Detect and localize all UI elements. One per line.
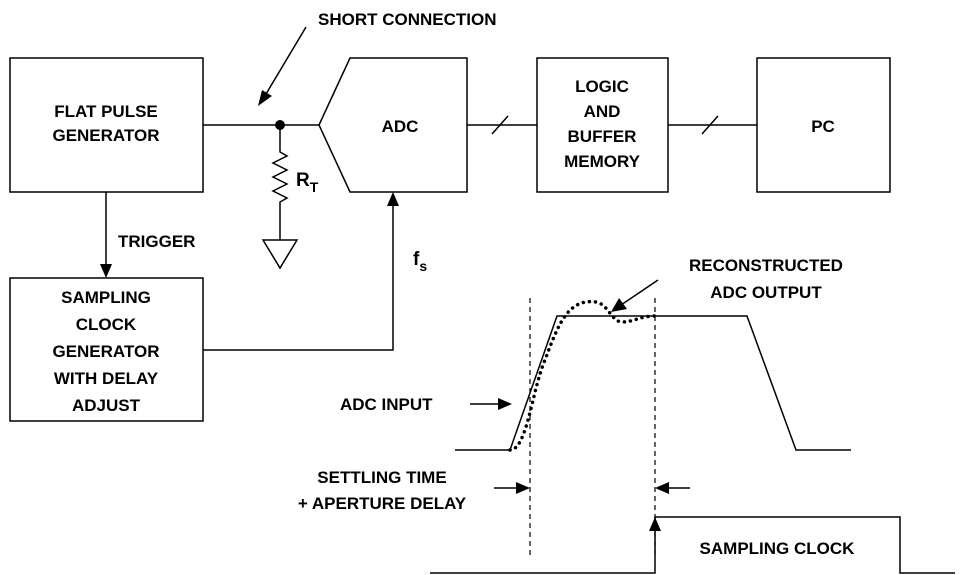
adc-input-arrowhead	[498, 398, 512, 410]
sampling-clock-label: SAMPLING CLOCK	[700, 539, 856, 558]
sampling-clock-waveform	[430, 516, 955, 574]
termination-resistor	[271, 125, 289, 240]
scg-label-line3: GENERATOR	[52, 342, 159, 361]
scg-label-line1: SAMPLING	[61, 288, 151, 307]
trigger-arrowhead	[100, 264, 112, 278]
scg-label-line5: ADJUST	[72, 396, 141, 415]
reconstructed-pointer	[620, 279, 659, 306]
settling-label-line1: SETTLING TIME	[317, 468, 446, 487]
adc-bus-slash	[491, 115, 509, 135]
logic-label-line3: BUFFER	[568, 127, 637, 146]
adc-label: ADC	[382, 117, 419, 136]
scg-label-line4: WITH DELAY	[54, 369, 159, 388]
fs-arrowhead	[387, 192, 399, 206]
ground-symbol	[261, 239, 299, 270]
logic-label-line1: LOGIC	[575, 77, 629, 96]
flat-pulse-generator-label-line1: FLAT PULSE	[54, 102, 158, 121]
short-connection-arrowhead	[258, 90, 272, 106]
short-connection-label: SHORT CONNECTION	[318, 10, 497, 29]
logic-label-line4: MEMORY	[564, 152, 641, 171]
settling-left-arrowhead	[516, 482, 530, 494]
reconstructed-label-line1: RECONSTRUCTED	[689, 256, 843, 275]
flat-pulse-generator-box	[9, 57, 204, 193]
sampling-clock-edge-arrowhead	[649, 517, 661, 531]
rt-label: RT	[296, 170, 319, 195]
adc-input-label: ADC INPUT	[340, 395, 433, 414]
pc-label: PC	[811, 117, 835, 136]
reconstructed-arrowhead	[611, 298, 627, 312]
reconstructed-adc-output-waveform	[508, 299, 657, 452]
rt-sub: T	[310, 179, 319, 195]
pc-bus-slash	[701, 115, 719, 135]
logic-label-line2: AND	[584, 102, 621, 121]
settling-right-arrowhead	[655, 482, 669, 494]
flat-pulse-generator-label-line2: GENERATOR	[52, 126, 159, 145]
logic-buffer-memory-box	[536, 57, 669, 193]
reconstructed-label-line2: ADC OUTPUT	[710, 283, 822, 302]
scg-label-line2: CLOCK	[76, 315, 137, 334]
trigger-label: TRIGGER	[118, 232, 195, 251]
fs-label: fs	[413, 249, 427, 274]
fs-sub: s	[419, 258, 427, 274]
short-connection-pointer	[265, 26, 307, 95]
fs-clock-wire	[203, 205, 394, 351]
sampling-clock-generator-box	[9, 277, 204, 422]
fs-main: f	[413, 249, 420, 270]
rt-main: R	[296, 170, 310, 191]
settling-label-line2: + APERTURE DELAY	[298, 494, 467, 513]
adc-input-waveform	[455, 315, 851, 451]
